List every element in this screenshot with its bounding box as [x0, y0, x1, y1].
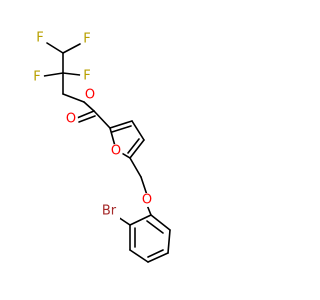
bond-c-o	[62, 93, 85, 103]
atom-label-o: O	[66, 112, 76, 127]
atom-label-f: F	[33, 70, 40, 85]
atom-label-f: F	[83, 69, 90, 84]
bond-c-f	[62, 43, 81, 54]
bond-aromatic	[147, 252, 169, 263]
bond-f-c	[46, 42, 64, 54]
atom-o-ether: O	[140, 193, 154, 208]
bond-c-c	[131, 120, 145, 141]
atom-label-o: O	[142, 193, 152, 208]
atom-label-o: O	[85, 88, 95, 103]
bond-c-o	[140, 176, 148, 196]
atom-f-mid-right: F	[80, 69, 94, 84]
atom-f-top-right: F	[80, 32, 94, 47]
bond-c-f	[62, 72, 81, 76]
bond-aromatic	[147, 249, 164, 258]
molecule-structure: F F F F O O O O	[30, 30, 171, 263]
bond-o-c	[109, 127, 116, 147]
atom-o-carbonyl: O	[64, 112, 78, 127]
bond-aromatic	[167, 229, 171, 254]
atom-labels: F F F F O O O O	[30, 31, 154, 219]
bond-o-c	[83, 101, 95, 112]
atom-o-ester: O	[83, 88, 97, 103]
atom-br: Br	[98, 203, 120, 219]
atom-label-f: F	[83, 32, 90, 47]
atom-o-furan: O	[109, 144, 123, 159]
bond-aromatic	[129, 249, 149, 263]
bond-aromatic	[150, 214, 171, 231]
bond-c-c-double	[129, 139, 145, 159]
atom-f-top-left: F	[33, 31, 47, 46]
bond-c-c-double	[111, 125, 132, 133]
bond-c-f	[43, 72, 64, 77]
bond-c-o-double	[76, 110, 95, 119]
atom-label-o: O	[111, 144, 121, 159]
atom-label-br: Br	[102, 204, 117, 219]
bond-c-c	[93, 110, 111, 129]
bond-c-c	[129, 157, 142, 178]
bond-c-o-double	[78, 115, 96, 123]
atom-f-mid-left: F	[30, 70, 44, 85]
bond-c-c-double	[127, 138, 140, 154]
bond-aromatic	[129, 214, 152, 226]
bond-c-c-double	[109, 120, 133, 129]
atom-label-f: F	[36, 31, 43, 46]
bonds	[43, 42, 171, 263]
bond-aromatic	[146, 220, 164, 234]
